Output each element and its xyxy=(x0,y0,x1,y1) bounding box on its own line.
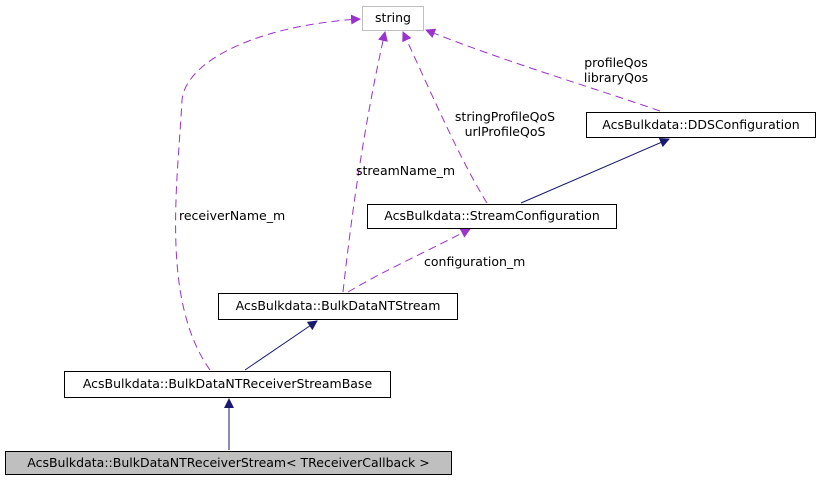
edge-label-profileqos: profileQos libraryQos xyxy=(574,55,658,85)
label-library-qos: libraryQos xyxy=(583,70,649,85)
usage-edge-streamname xyxy=(342,31,388,293)
dds-configuration-node[interactable]: AcsBulkdata::DDSConfiguration xyxy=(586,112,816,138)
usage-edge-receivername xyxy=(175,14,361,371)
edge-label-streamname: streamName_m xyxy=(356,163,456,178)
edge-label-configuration: configuration_m xyxy=(424,254,526,269)
inherit-edge-base-to-stream xyxy=(244,320,318,371)
label-string-profile-qos: stringProfileQoS xyxy=(454,109,556,124)
receiver-stream-base-node[interactable]: AcsBulkdata::BulkDataNTReceiverStreamBas… xyxy=(64,371,391,398)
receiver-stream-node[interactable]: AcsBulkdata::BulkDataNTReceiverStream< T… xyxy=(5,451,452,475)
usage-edge-configuration xyxy=(347,228,471,293)
edge-label-stringprofileqos: stringProfileQoS urlProfileQoS xyxy=(443,109,567,139)
label-profile-qos: profileQos xyxy=(584,55,648,70)
inherit-edge-streamconfig-to-ddsconfig xyxy=(520,137,670,204)
bulk-data-nt-stream-node[interactable]: AcsBulkdata::BulkDataNTStream xyxy=(218,293,458,320)
usage-edge-profileqos xyxy=(425,28,661,112)
string-node[interactable]: string xyxy=(362,6,424,31)
usage-edge-stringprofileqos xyxy=(402,31,488,204)
stream-configuration-node[interactable]: AcsBulkdata::StreamConfiguration xyxy=(367,204,617,229)
label-url-profile-qos: urlProfileQoS xyxy=(464,124,546,139)
edge-label-receivername: receiverName_m xyxy=(179,208,286,223)
